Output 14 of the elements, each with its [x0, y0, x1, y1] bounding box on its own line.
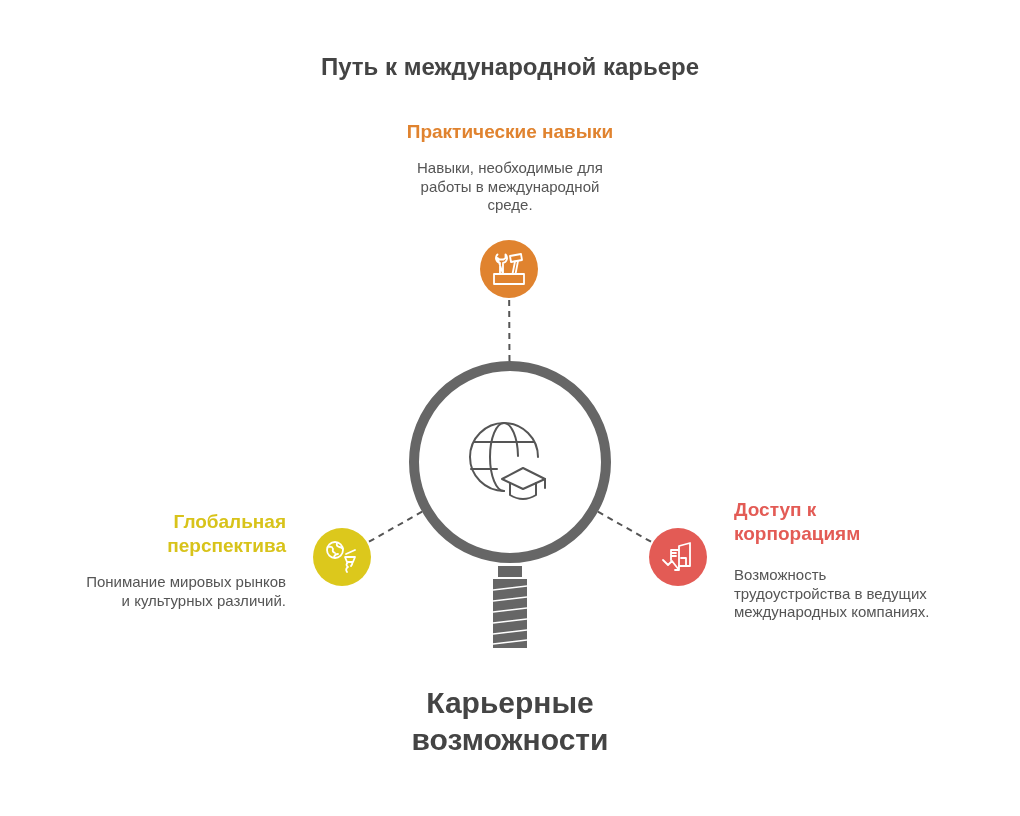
- dashed-connector: [366, 510, 424, 544]
- icon-circle: [480, 240, 538, 298]
- node-heading: Глобальная перспектива: [166, 510, 286, 558]
- node-description: Понимание мировых рынков и культурных различий.: [85, 573, 286, 610]
- node-heading: Доступ к корпорациям: [734, 498, 862, 546]
- node-description: Навыки, необходимые для работы в международной среде.: [416, 159, 604, 215]
- dashed-connector: [508, 297, 511, 362]
- node-heading: Практические навыки: [405, 120, 615, 144]
- node-description: Возможность трудоустройства в ведущих международных компаниях.: [734, 566, 931, 622]
- icon-circle: [649, 528, 707, 586]
- icon-circle: [313, 528, 371, 586]
- diagram-title: Путь к международной карьере: [319, 53, 701, 81]
- center-label: Карьерные возможности: [410, 685, 610, 758]
- dashed-connector: [596, 510, 654, 544]
